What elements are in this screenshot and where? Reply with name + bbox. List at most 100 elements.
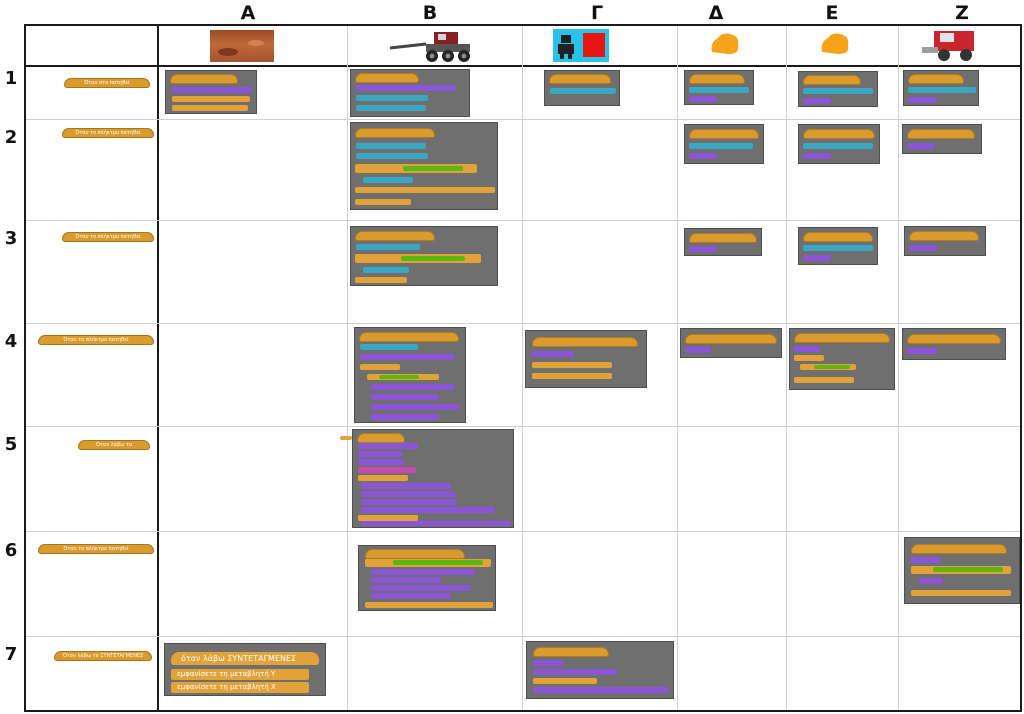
column-header-a: Α (240, 2, 256, 24)
script-line (355, 277, 407, 283)
script-line (689, 96, 717, 102)
script-d3 (684, 228, 762, 256)
script-hat (803, 129, 875, 139)
script-line (355, 187, 495, 193)
grid-line (677, 26, 678, 710)
trigger-hat-label: Όταν στο πατηθεί (84, 80, 130, 86)
trigger-hat-row-1: Όταν στο πατηθεί (64, 78, 150, 88)
column-header-b: Β (422, 2, 438, 24)
script-line (550, 88, 616, 94)
script-line (358, 451, 402, 457)
script-g1 (544, 70, 620, 106)
script-hat (685, 334, 777, 344)
script-line: εμφανίσετε τη μεταβλητή Χ (171, 682, 309, 693)
script-line (358, 467, 416, 473)
script-line (371, 384, 455, 390)
script-b2 (350, 122, 498, 210)
script-hat (907, 334, 1001, 344)
script-b1 (350, 69, 470, 117)
script-line (794, 355, 824, 361)
script-hat (909, 231, 979, 241)
script-line (803, 245, 873, 251)
script-hat (908, 74, 964, 84)
grid-line (26, 531, 1020, 532)
script-line (533, 678, 597, 684)
script-line (909, 245, 937, 251)
script-hat (355, 73, 419, 83)
script-line (371, 569, 475, 575)
script-line (355, 199, 411, 205)
script-z4 (902, 328, 1006, 360)
grid-line (24, 65, 1022, 67)
script-hat (533, 647, 609, 657)
script-hat (911, 544, 1007, 554)
script-line-label: εμφανίσετε τη μεταβλητή Χ (177, 683, 276, 691)
script-line (907, 143, 935, 149)
row-label-7: 7 (4, 644, 18, 665)
script-e4 (789, 328, 895, 390)
script-line (532, 362, 612, 368)
script-line (533, 660, 563, 666)
script-line (358, 443, 418, 449)
script-line (360, 364, 400, 370)
script-hat (170, 74, 238, 84)
script-hat (359, 332, 459, 342)
script-line (685, 347, 711, 353)
script-line (803, 153, 831, 159)
script-line (403, 166, 463, 171)
script-line (172, 96, 250, 102)
script-hat (689, 233, 757, 243)
script-line (371, 593, 451, 599)
script-line (371, 404, 459, 410)
script-hat: όταν λάβω ΣΥΝΤΕΤΑΓΜΕΝΕΣ (171, 652, 319, 665)
column-header-z: Ζ (955, 2, 969, 24)
script-line (356, 85, 456, 91)
robot-and-square-icon (553, 29, 609, 62)
script-a1 (165, 70, 257, 114)
script-line (356, 143, 426, 149)
rover-robot-icon (386, 28, 476, 64)
script-z3 (904, 226, 986, 256)
script-line (533, 687, 669, 693)
script-line (172, 87, 252, 93)
trigger-hat-row-3: Όταν το πλήκτρο πατηθεί (62, 232, 154, 242)
script-line (379, 375, 419, 379)
column-header-e: Ε (825, 2, 839, 24)
trigger-hat-row-7: Όταν λάβω το ΣΥΝΤΕΤΑΓΜΕΝΕΣ (54, 651, 152, 661)
grid-line (786, 26, 787, 710)
row-label-1: 1 (4, 68, 18, 89)
trigger-hat-label: Όταν το πλήκτρο πατηθεί (75, 130, 141, 136)
script-z2 (902, 124, 982, 154)
script-line (803, 88, 873, 94)
script-line (689, 246, 717, 252)
script-hat (794, 333, 890, 343)
trigger-hat-row-2: Όταν το πλήκτρο πατηθεί (62, 128, 154, 138)
drag-arrow-icon (340, 436, 352, 440)
script-hat (907, 129, 975, 139)
script-z6 (904, 537, 1020, 604)
script-line (361, 521, 511, 526)
script-line (356, 105, 426, 111)
orange-rock-icon (708, 30, 742, 56)
grid-line (347, 26, 348, 710)
script-line (356, 95, 428, 101)
red-harvester-icon (918, 27, 980, 63)
script-line (814, 365, 850, 369)
script-hat (365, 549, 465, 559)
script-line (365, 602, 493, 608)
script-line (532, 351, 574, 357)
script-line (363, 267, 409, 273)
column-header-d: Δ (708, 2, 724, 24)
script-d2 (684, 124, 764, 164)
script-line (371, 414, 439, 420)
script-line (803, 98, 831, 104)
script-b6 (358, 545, 496, 611)
row-label-6: 6 (4, 540, 18, 561)
row-label-5: 5 (4, 434, 18, 455)
row-label-2: 2 (4, 127, 18, 148)
script-hat (689, 74, 745, 84)
trigger-hat-label: Όταν λάβω το ΣΥΝΤΕΤΑΓΜΕΝΕΣ (62, 653, 144, 659)
script-hat (532, 337, 638, 347)
script-line (908, 87, 976, 93)
